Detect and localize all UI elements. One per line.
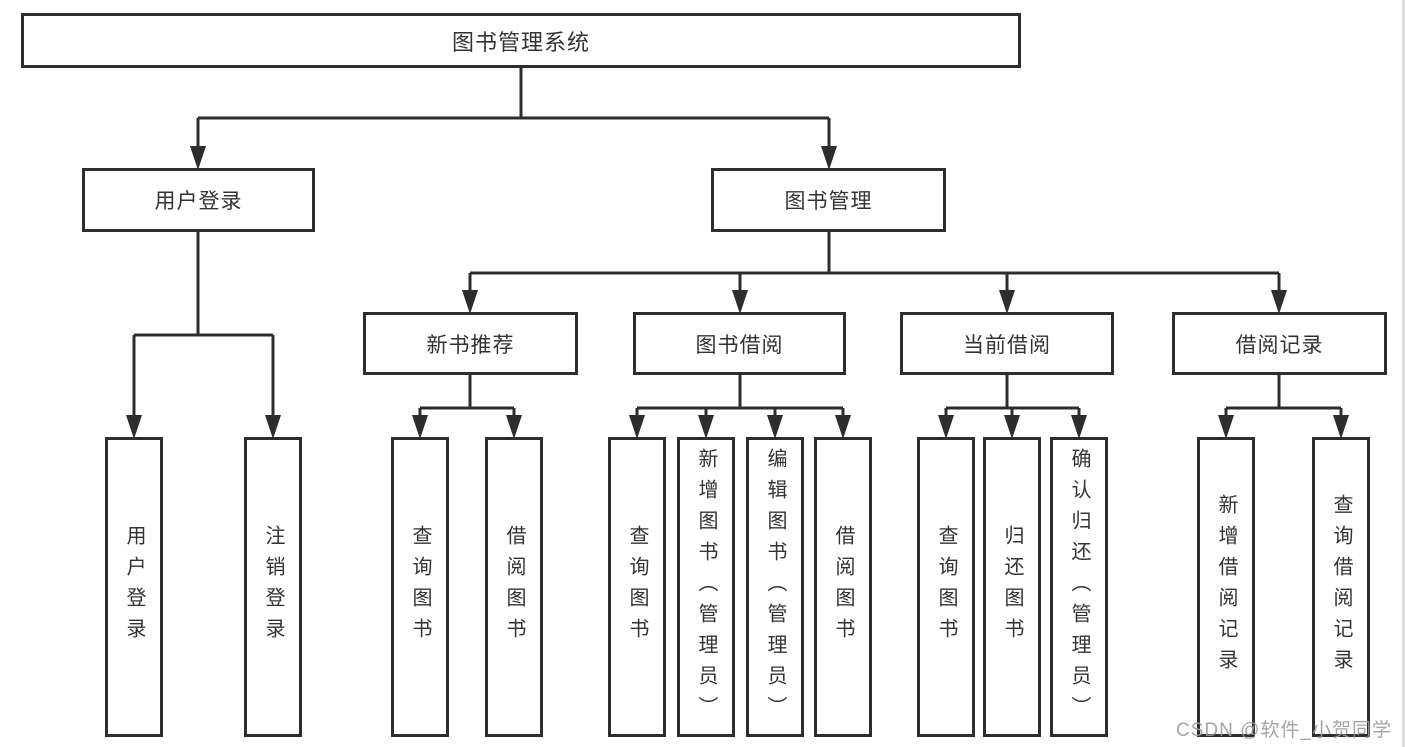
- leaf-borrow-borrow-book-label: 借阅图书: [832, 525, 854, 649]
- arrow-down-icon: [1071, 415, 1087, 439]
- node-new-book-recommend: 新书推荐: [363, 312, 578, 375]
- leaf-current-query-book: 查询图书: [917, 437, 975, 737]
- node-current-borrow: 当前借阅: [900, 312, 1114, 375]
- leaf-current-return-book-label: 归还图书: [1001, 525, 1023, 649]
- leaf-user-login: 用户登录: [105, 437, 163, 737]
- arrowheads: [126, 146, 1349, 439]
- leaf-borrow-add-book-admin: 新增图书（管理员）: [677, 437, 735, 737]
- arrow-down-icon: [506, 415, 522, 439]
- arrow-down-icon: [767, 415, 783, 439]
- page-right-edge: [1402, 0, 1405, 747]
- arrow-down-icon: [265, 415, 281, 439]
- leaf-user-login-label: 用户登录: [123, 525, 145, 649]
- arrow-down-icon: [190, 146, 206, 170]
- leaf-record-query-record: 查询借阅记录: [1312, 437, 1370, 737]
- arrow-down-icon: [1333, 415, 1349, 439]
- leaf-logout-label: 注销登录: [262, 525, 284, 649]
- node-book-borrow-label: 图书借阅: [695, 333, 784, 357]
- arrow-down-icon: [732, 290, 748, 314]
- node-user-login-label: 用户登录: [154, 190, 243, 213]
- arrow-down-icon: [698, 415, 714, 439]
- arrow-down-icon: [938, 415, 954, 439]
- csdn-watermark: CSDN @软件_小贺同学: [1176, 720, 1392, 741]
- arrow-down-icon: [629, 415, 645, 439]
- node-new-book-recommend-label: 新书推荐: [426, 333, 515, 357]
- node-book-management: 图书管理: [711, 168, 946, 232]
- leaf-record-add-record-label: 新增借阅记录: [1215, 494, 1237, 680]
- node-root-label: 图书管理系统: [451, 29, 590, 55]
- leaf-current-confirm-return-admin-label: 确认归还（管理员）: [1068, 447, 1090, 727]
- leaf-borrow-borrow-book: 借阅图书: [814, 437, 872, 737]
- arrow-down-icon: [462, 290, 478, 314]
- arrow-down-icon: [1271, 290, 1287, 314]
- leaf-borrow-query-book: 查询图书: [608, 437, 666, 737]
- arrow-down-icon: [999, 290, 1015, 314]
- leaf-recommend-query-book: 查询图书: [391, 437, 449, 737]
- arrow-down-icon: [1218, 415, 1234, 439]
- arrow-down-icon: [1004, 415, 1020, 439]
- arrow-down-icon: [835, 415, 851, 439]
- leaf-current-confirm-return-admin: 确认归还（管理员）: [1050, 437, 1108, 737]
- leaf-recommend-borrow-book: 借阅图书: [485, 437, 543, 737]
- leaf-recommend-query-book-label: 查询图书: [409, 525, 431, 649]
- leaf-record-add-record: 新增借阅记录: [1197, 437, 1255, 737]
- leaf-current-query-book-label: 查询图书: [935, 525, 957, 649]
- leaf-borrow-query-book-label: 查询图书: [626, 525, 648, 649]
- node-borrow-records-label: 借阅记录: [1235, 333, 1324, 357]
- node-borrow-records: 借阅记录: [1172, 312, 1387, 375]
- leaf-logout: 注销登录: [244, 437, 302, 737]
- leaf-record-query-record-label: 查询借阅记录: [1330, 494, 1352, 680]
- node-root: 图书管理系统: [21, 13, 1021, 68]
- arrow-down-icon: [126, 415, 142, 439]
- node-book-management-label: 图书管理: [784, 190, 873, 213]
- node-book-borrow: 图书借阅: [633, 312, 846, 375]
- node-current-borrow-label: 当前借阅: [963, 333, 1051, 357]
- leaf-borrow-edit-book-admin: 编辑图书（管理员）: [746, 437, 804, 737]
- leaf-recommend-borrow-book-label: 借阅图书: [503, 525, 525, 649]
- arrow-down-icon: [821, 146, 837, 170]
- leaf-borrow-add-book-admin-label: 新增图书（管理员）: [695, 447, 717, 727]
- arrow-down-icon: [412, 415, 428, 439]
- leaf-current-return-book: 归还图书: [983, 437, 1041, 737]
- leaf-borrow-edit-book-admin-label: 编辑图书（管理员）: [764, 447, 786, 727]
- node-user-login: 用户登录: [82, 168, 315, 232]
